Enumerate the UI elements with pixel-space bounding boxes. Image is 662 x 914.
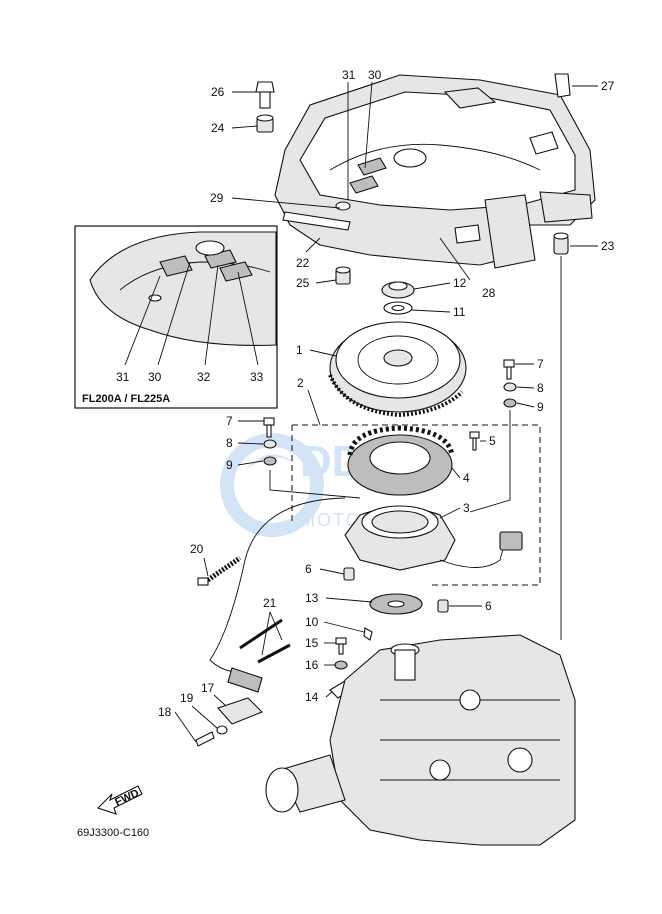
fwd-label: FWD xyxy=(113,787,141,808)
washer-9-right xyxy=(503,398,517,408)
callout-27: 27 xyxy=(601,79,615,93)
callout-14: 14 xyxy=(305,690,319,704)
inset-detail-box: FL200A / FL225A xyxy=(74,225,278,409)
washer-8-right xyxy=(503,382,517,392)
callout-17: 17 xyxy=(201,681,215,695)
callout-28: 28 xyxy=(482,286,496,300)
fwd-arrow: FWD xyxy=(96,785,143,815)
callout-12: 12 xyxy=(453,276,467,290)
bolt-15 xyxy=(335,637,347,655)
callout-labels: 26 24 31 30 27 29 22 23 25 12 11 28 1 2 … xyxy=(116,68,615,719)
flywheel-1 xyxy=(328,321,467,418)
callout-16: 16 xyxy=(305,658,319,672)
callout-21: 21 xyxy=(263,596,277,610)
assembly-box-2 xyxy=(291,424,541,586)
callout-22: 22 xyxy=(296,256,310,270)
washer-8-left xyxy=(263,439,277,449)
washer-9-left xyxy=(263,456,277,466)
grommet-12 xyxy=(381,281,415,299)
bolt-7-left xyxy=(263,417,275,438)
bolt-7-right xyxy=(503,359,515,380)
callout-31: 31 xyxy=(342,68,356,82)
callout-9-left: 9 xyxy=(226,458,233,472)
callout-20: 20 xyxy=(190,542,204,556)
callout-5: 5 xyxy=(489,434,496,448)
collar-24 xyxy=(256,114,274,133)
clip-27 xyxy=(554,73,571,98)
sensor-17 xyxy=(217,697,263,725)
callout-6-right: 6 xyxy=(485,599,492,613)
key-10 xyxy=(363,627,373,641)
callout-leaders xyxy=(124,81,598,743)
callout-29: 29 xyxy=(210,191,224,205)
inset-caption: FL200A / FL225A xyxy=(82,393,170,405)
flywheel-cover xyxy=(274,74,596,269)
plate-13 xyxy=(369,593,423,615)
callout-9-right: 9 xyxy=(537,400,544,414)
callout-10: 10 xyxy=(305,615,319,629)
callout-8-left: 8 xyxy=(226,436,233,450)
inset-callout-30: 30 xyxy=(148,370,162,384)
harness-connector xyxy=(439,531,523,568)
callout-2: 2 xyxy=(297,376,304,390)
collar-25 xyxy=(335,266,351,285)
grommet-23 xyxy=(553,232,569,255)
dowel-6-right xyxy=(437,599,449,613)
inset-callout-31: 31 xyxy=(116,370,130,384)
powerhead-block xyxy=(265,634,576,846)
washer-16 xyxy=(334,660,348,670)
callout-23: 23 xyxy=(601,239,615,253)
callout-8-right: 8 xyxy=(537,381,544,395)
lead-wire xyxy=(209,497,346,673)
callout-1: 1 xyxy=(296,343,303,357)
callout-30: 30 xyxy=(368,68,382,82)
dowel-6-left xyxy=(343,567,355,581)
callout-19: 19 xyxy=(180,691,194,705)
callout-18: 18 xyxy=(158,705,172,719)
bolt-26 xyxy=(255,81,275,109)
stator-4 xyxy=(347,425,455,496)
drawing-code: 69J3300-C160 xyxy=(77,827,149,839)
callout-24: 24 xyxy=(211,121,225,135)
callout-11: 11 xyxy=(453,305,466,319)
callout-13: 13 xyxy=(305,591,319,605)
callout-6-left: 6 xyxy=(305,562,312,576)
callout-15: 15 xyxy=(305,636,319,650)
callout-7-left: 7 xyxy=(226,414,233,428)
inset-callout-32: 32 xyxy=(197,370,211,384)
bolt-18 xyxy=(195,731,215,747)
callout-26: 26 xyxy=(211,85,225,99)
washer-11 xyxy=(383,301,413,315)
callout-4: 4 xyxy=(463,471,470,485)
callout-7-right: 7 xyxy=(537,357,544,371)
callout-3: 3 xyxy=(463,501,470,515)
bolt-5 xyxy=(469,431,480,451)
cable-20 xyxy=(197,555,242,586)
stator-base-3 xyxy=(344,505,456,571)
callout-25: 25 xyxy=(296,276,310,290)
washer-19 xyxy=(216,725,228,735)
inset-callout-33: 33 xyxy=(250,370,264,384)
connector-harness xyxy=(227,667,263,693)
